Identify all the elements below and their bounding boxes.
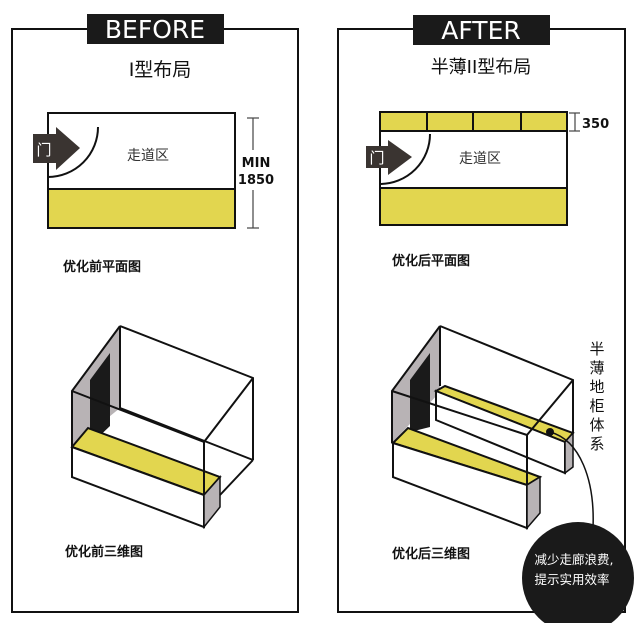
before-dimension-min: MIN [242, 156, 271, 171]
callout-char: 柜 [589, 397, 604, 415]
before-badge-bg [87, 14, 224, 44]
bubble-line-2: 提示实用效率 [534, 572, 609, 587]
before-cabinet-side [203, 475, 221, 530]
callout-char: 体 [589, 416, 604, 434]
after-3d-view [391, 325, 594, 531]
callout-char: 半 [589, 340, 604, 358]
callout-char: 系 [589, 435, 604, 453]
after-summary-bubble: 减少走廊浪费, 提示实用效率 [522, 522, 634, 623]
after-3d-caption: 优化后三维图 [392, 546, 470, 562]
before-room-edges [71, 325, 254, 496]
after-door-swing-arc [379, 133, 431, 185]
callout-char: 地 [589, 378, 604, 396]
after-cabinet [379, 187, 568, 226]
before-cabinet [47, 188, 236, 229]
after-door-label: 门 [369, 149, 384, 167]
after-thin-cabinet-dividers [426, 112, 522, 131]
before-dimension-line [247, 117, 259, 229]
after-door-opening [410, 353, 430, 432]
after-badge-bg [413, 15, 550, 45]
after-badge: AFTER [441, 16, 520, 45]
after-dimension-line [569, 112, 580, 132]
after-callout-vertical-text: 半 薄 地 柜 体 系 [589, 340, 604, 453]
after-dimension-value: 350 [582, 117, 609, 132]
before-door-arrow-icon [33, 127, 80, 170]
bubble-circle [522, 522, 634, 623]
before-corridor-label: 走道区 [127, 148, 169, 164]
after-floor-plan: 门 走道区 350 [366, 111, 609, 226]
after-room-edges [391, 325, 574, 485]
before-door-label: 门 [36, 141, 51, 159]
before-floor-plan: 门 走道区 MIN 1850 [33, 112, 274, 229]
after-callout-line [549, 431, 594, 529]
before-dimension-value: 1850 [238, 173, 274, 188]
after-plan-caption: 优化后平面图 [392, 253, 470, 269]
before-door-opening [90, 353, 110, 445]
after-cabinet-side [526, 475, 541, 531]
before-plan-caption: 优化前平面图 [63, 259, 141, 275]
after-panel: AFTER 半薄II型布局 门 走道区 350 优化后平面图 [337, 15, 634, 623]
before-3d-caption: 优化前三维图 [65, 544, 143, 560]
callout-char: 薄 [589, 359, 604, 377]
before-panel: BEFORE I型布局 门 走道区 MIN 1850 优化前平面图 [11, 14, 299, 613]
after-title: 半薄II型布局 [431, 57, 532, 78]
before-title: I型布局 [129, 59, 192, 81]
before-corridor-area [47, 112, 236, 190]
before-door-swing-arc [47, 126, 99, 178]
after-corridor-label: 走道区 [459, 151, 501, 167]
before-badge: BEFORE [105, 15, 205, 44]
after-thin-cabinet-side [564, 431, 574, 475]
before-3d-view [70, 325, 254, 530]
bubble-line-1: 减少走廊浪费, [535, 552, 614, 567]
after-door-arrow-icon [366, 140, 412, 175]
